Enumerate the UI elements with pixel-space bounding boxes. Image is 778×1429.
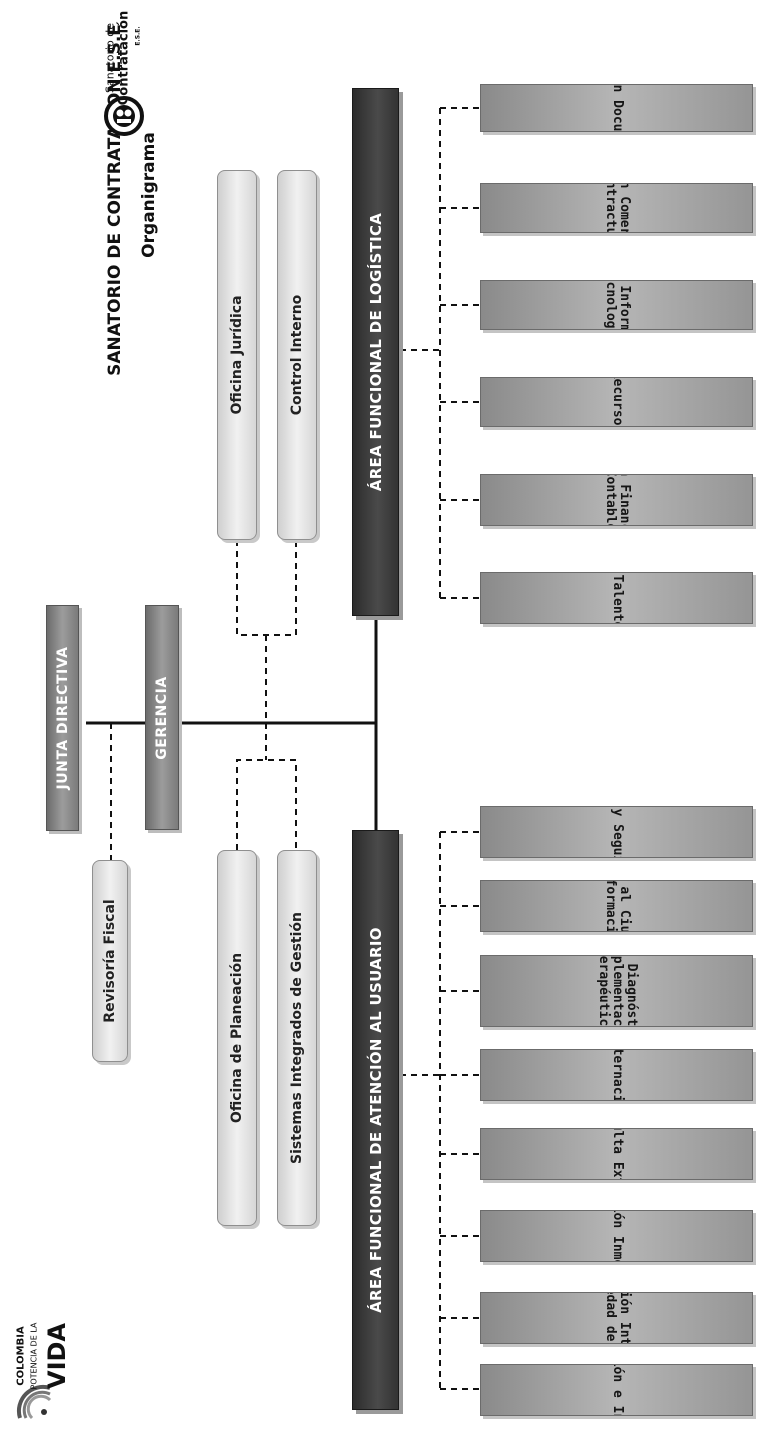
logistica-unit: Gestión Comercial y Contractual xyxy=(480,183,753,233)
colombia-line1: COLOMBIA xyxy=(15,1326,27,1386)
revisoria-fiscal-label: Revisoría Fiscal xyxy=(102,899,118,1023)
junta-directiva-box: JUNTA DIRECTIVA xyxy=(46,605,79,831)
logistica-unit-label: Gestión Documental xyxy=(610,85,625,131)
atencion-unit: Egreso y Seguimiento xyxy=(480,806,753,858)
logistica-unit-label: Gestión Recursos Físicos xyxy=(610,378,625,426)
colombia-line2: POTENCIA DE LA xyxy=(29,1322,39,1390)
atencion-unit: Consulta Externa xyxy=(480,1128,753,1180)
sanatorio-logo: Sanatorio de Contratación E.S.E. xyxy=(98,11,152,140)
sanatorio-emblem-icon xyxy=(104,96,144,136)
atencion-unit-label: Admisión e Ingreso xyxy=(610,1365,625,1415)
logo-tag-text: E.S.E. xyxy=(134,26,142,46)
logistica-unit-label: Gestión Talento Humano xyxy=(610,573,625,623)
logistica-unit: Gestión Recursos Físicos xyxy=(480,377,753,427)
atencion-unit: Atención al Ciudadano e Información xyxy=(480,880,753,932)
area-atencion-label: ÁREA FUNCIONAL DE ATENCIÓN AL USUARIO xyxy=(366,927,385,1313)
atencion-unit: Admisión e Ingreso xyxy=(480,1364,753,1416)
junta-directiva-label: JUNTA DIRECTIVA xyxy=(54,646,71,790)
oficina-juridica-label: Oficina Jurídica xyxy=(229,295,245,415)
atencion-unit-label: Internación xyxy=(609,1049,625,1101)
logo-small-text: Sanatorio de xyxy=(103,22,117,94)
logistica-unit-label: Gestión Financiera y Contable xyxy=(602,474,632,526)
atencion-unit: Internación xyxy=(480,1049,753,1101)
lower-advisory-bracket xyxy=(236,759,297,850)
area-logistica-box: ÁREA FUNCIONAL DE LOGÍSTICA xyxy=(352,88,399,616)
logo-big-text: Contratación xyxy=(116,10,132,106)
oficina-planeacion-label: Oficina de Planeación xyxy=(229,952,245,1124)
oficina-juridica-box: Oficina Jurídica xyxy=(217,170,257,540)
logistica-unit: Gestión Talento Humano xyxy=(480,572,753,624)
gerencia-label: GERENCIA xyxy=(154,675,170,760)
atencion-unit: Apoyo Diagnóstico y Complementación Tera… xyxy=(480,955,753,1027)
atencion-unit-label: Atención Inmediata xyxy=(610,1211,625,1261)
atencion-unit-label: Consulta Externa xyxy=(610,1129,625,1179)
logistica-unit-label: Gestión Comercial y Contractual xyxy=(602,183,632,233)
atencion-unit-label: Atención al Ciudadano e Información xyxy=(602,880,632,932)
area-logistica-label: ÁREA FUNCIONAL DE LOGÍSTICA xyxy=(366,212,385,492)
control-interno-box: Control Interno xyxy=(277,170,317,540)
oficina-planeacion-box: Oficina de Planeación xyxy=(217,850,257,1226)
logistica-unit: Gestión Documental xyxy=(480,84,753,132)
logistica-unit: Gestión Información y Tecnología xyxy=(480,280,753,330)
sistemas-integrados-label: Sistemas Integrados de Gestión xyxy=(289,911,305,1165)
atencion-unit: Atención Integral Enfermedad de Hansen xyxy=(480,1292,753,1344)
atencion-unit-label: Egreso y Seguimiento xyxy=(610,807,625,857)
control-interno-label: Control Interno xyxy=(289,294,305,416)
gerencia-box: GERENCIA xyxy=(145,605,179,830)
atencion-unit: Atención Inmediata xyxy=(480,1210,753,1262)
colombia-line3: VIDA xyxy=(43,1323,71,1389)
colombia-waves-icon xyxy=(16,1384,52,1420)
atencion-unit-label: Apoyo Diagnóstico y Complementación Tera… xyxy=(595,955,639,1027)
atencion-unit-label: Atención Integral Enfermedad de Hansen xyxy=(603,1293,632,1343)
sistemas-integrados-box: Sistemas Integrados de Gestión xyxy=(277,850,317,1226)
logistica-unit-label: Gestión Información y Tecnología xyxy=(602,280,632,330)
area-atencion-box: ÁREA FUNCIONAL DE ATENCIÓN AL USUARIO xyxy=(352,830,399,1410)
document-subtitle: Organigrama xyxy=(139,132,159,258)
revisoria-fiscal-box: Revisoría Fiscal xyxy=(92,860,128,1062)
colombia-logo: COLOMBIA POTENCIA DE LA VIDA xyxy=(4,1323,76,1424)
upper-advisory-bracket xyxy=(236,540,297,636)
logistica-unit: Gestión Financiera y Contable xyxy=(480,474,753,526)
